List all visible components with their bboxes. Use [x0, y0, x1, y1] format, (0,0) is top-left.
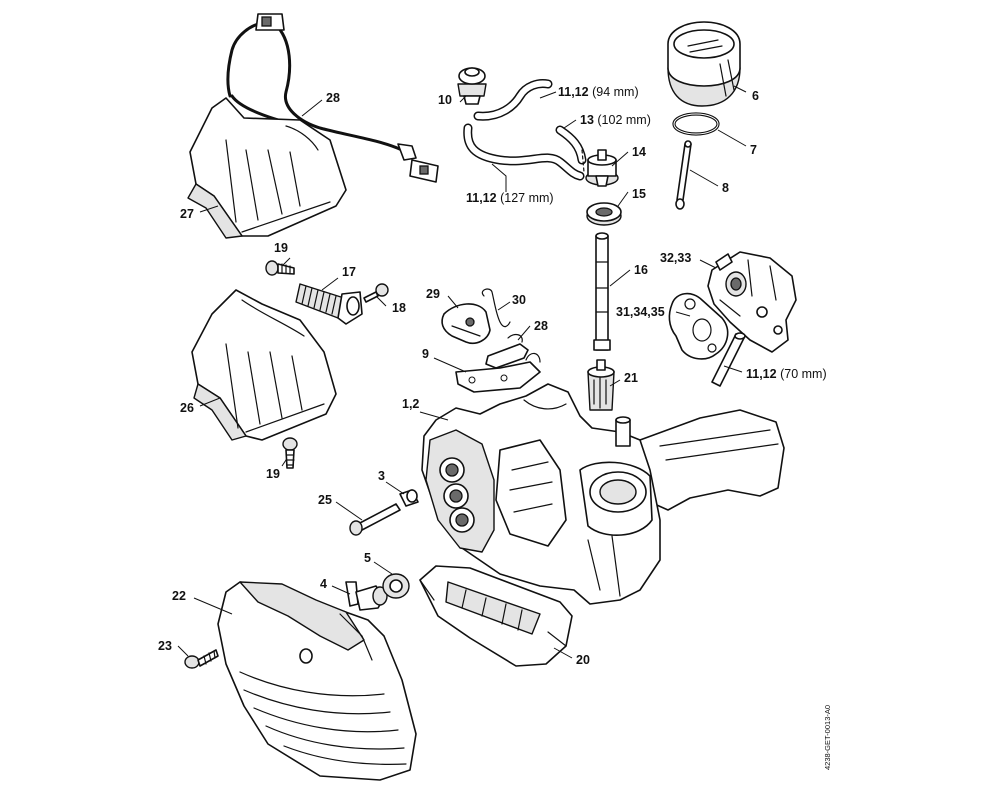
callout-9: 9: [422, 347, 429, 361]
lever-part-27: [485, 333, 529, 369]
callout-11-12-94: 11,12 (94 mm): [558, 85, 639, 99]
callout-6: 6: [752, 89, 759, 103]
valve-part-14: [585, 149, 619, 187]
wire-harness-part-26: [226, 13, 439, 183]
callout-11-12-127: 11,12 (127 mm): [466, 191, 554, 205]
pin-part-4: [345, 581, 388, 611]
callout-26: 28: [326, 91, 340, 105]
callout-13: 13 (102 mm): [580, 113, 651, 127]
tank-cap-part-6: [667, 21, 741, 107]
front-cover-part-22: [217, 581, 417, 781]
callout-18: 18: [392, 301, 406, 315]
gasket-part-31-34-35: [668, 292, 729, 360]
callout-25: 27: [180, 207, 194, 221]
callout-5: 5: [364, 551, 371, 565]
fuel-hose-part-16: [593, 232, 611, 351]
housing-part-1-2: [421, 383, 785, 605]
callout-32-33: 32,33: [660, 251, 691, 265]
callout-30: 25: [318, 493, 332, 507]
fuel-filter-part-21: [587, 359, 615, 411]
hose-part-11-12-94mm: [473, 79, 553, 121]
bracket-part-9: [455, 352, 541, 393]
callout-15: 15: [632, 187, 646, 201]
retainer-part-8: [675, 140, 692, 210]
callout-7: 7: [750, 143, 757, 157]
screw-part-19-top: [265, 260, 295, 276]
callout-14: 14: [632, 145, 646, 159]
screw-part-18: [363, 283, 389, 303]
document-reference: 4238-GET-0013-A0: [823, 705, 832, 770]
callout-28: 29: [426, 287, 440, 301]
callout-11-12-70: 11,12 (70 mm): [746, 367, 827, 381]
bolt-part-30: [349, 503, 401, 536]
callout-labels: 28 27 10 11,12 (94 mm) 13 (102 mm) 11,12…: [158, 85, 827, 667]
sleeve-part-3: [399, 489, 419, 507]
shroud-part-24: [191, 289, 337, 441]
rubber-boot-part-17: [295, 283, 363, 325]
callout-27: 28: [534, 319, 548, 333]
o-ring-part-7: [672, 112, 720, 136]
hose-part-13: [555, 125, 587, 173]
callout-19-top: 19: [274, 241, 288, 255]
shroud-part-25: [187, 97, 347, 239]
callout-10: 10: [438, 93, 452, 107]
callout-3: 3: [378, 469, 385, 483]
throttle-lever-part-28: [441, 303, 491, 345]
callout-29: 30: [512, 293, 526, 307]
callout-23: 23: [158, 639, 172, 653]
callout-1-2: 1,2: [402, 397, 419, 411]
callout-8: 8: [722, 181, 729, 195]
hose-part-11-12-127mm: [463, 123, 585, 181]
callout-20: 20: [576, 653, 590, 667]
carburetor-part-32-33: [707, 251, 797, 353]
seal-part-15: [586, 202, 622, 226]
callout-24: 26: [180, 401, 194, 415]
callout-21: 21: [624, 371, 638, 385]
callout-22: 22: [172, 589, 186, 603]
screw-part-23: [184, 649, 219, 669]
callout-17: 17: [342, 265, 356, 279]
base-plate-part-20: [419, 565, 573, 667]
spring-part-29: [481, 288, 511, 328]
screw-part-19-bottom: [282, 437, 298, 469]
grommet-part-5: [382, 573, 410, 599]
leader-lines: [177, 85, 747, 659]
callout-4: 4: [320, 577, 327, 591]
callout-31-34-35: 31,34,35: [616, 305, 665, 319]
callout-19-bottom: 19: [266, 467, 280, 481]
callout-16: 16: [634, 263, 648, 277]
hose-part-11-12-70mm: [711, 332, 746, 387]
grommet-part-10: [457, 67, 487, 105]
